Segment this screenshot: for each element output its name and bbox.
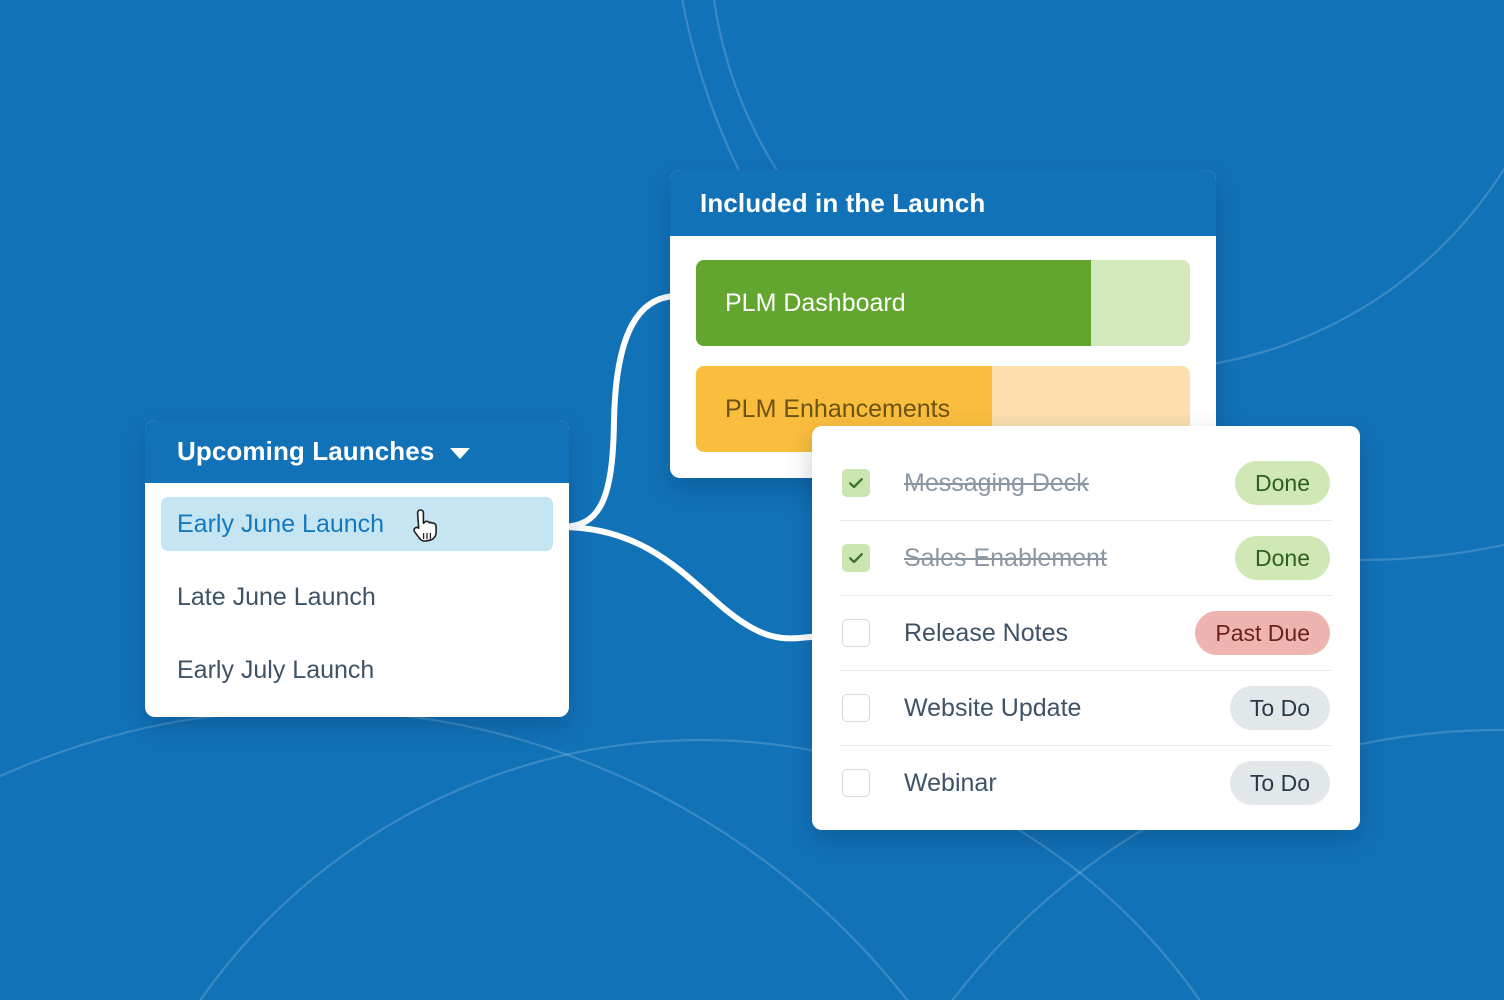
- pointing-hand-cursor: [413, 509, 437, 542]
- launches-card-header[interactable]: Upcoming Launches: [145, 420, 569, 483]
- task-divider: [840, 670, 1332, 671]
- launch-list: Early June Launch Late June Launch Early…: [145, 483, 569, 697]
- status-badge: Past Due: [1195, 611, 1330, 655]
- status-badge: Done: [1235, 461, 1330, 505]
- progress-fill: [696, 260, 1092, 346]
- status-badge: Done: [1235, 536, 1330, 580]
- launch-item-label: Late June Launch: [177, 582, 376, 611]
- task-checkbox[interactable]: [842, 544, 870, 572]
- task-row[interactable]: Release Notes Past Due: [812, 596, 1360, 670]
- launch-item-early-june[interactable]: Early June Launch: [161, 497, 553, 551]
- launch-item-label: Early June Launch: [177, 509, 385, 538]
- task-row[interactable]: Sales Enablement Done: [812, 521, 1360, 595]
- task-row[interactable]: Webinar To Do: [812, 746, 1360, 820]
- task-label: Sales Enablement: [904, 543, 1107, 572]
- status-badge: To Do: [1229, 761, 1330, 805]
- launch-item-late-june[interactable]: Late June Launch: [161, 570, 553, 624]
- progress-label: PLM Enhancements: [725, 394, 951, 423]
- task-label: Website Update: [904, 693, 1082, 722]
- included-card-title: Included in the Launch: [700, 187, 986, 218]
- status-badge: To Do: [1229, 686, 1330, 730]
- task-label: Release Notes: [904, 618, 1068, 647]
- upcoming-launches-card: Upcoming Launches Early June Launch Late…: [145, 420, 569, 717]
- task-label: Messaging Deck: [904, 468, 1089, 497]
- progress-label: PLM Dashboard: [725, 288, 906, 317]
- checkmark-icon: [849, 553, 863, 564]
- task-divider: [840, 520, 1332, 521]
- progress-row-plm-dashboard[interactable]: PLM Dashboard: [696, 260, 1190, 346]
- connector-to-included-card: [558, 293, 679, 530]
- checkmark-icon: [849, 478, 863, 489]
- task-divider: [840, 745, 1332, 746]
- launch-item-early-july[interactable]: Early July Launch: [161, 643, 553, 697]
- task-checkbox[interactable]: [842, 619, 870, 647]
- task-row[interactable]: Website Update To Do: [812, 671, 1360, 745]
- task-checkbox[interactable]: [842, 694, 870, 722]
- launch-tasks-card: Messaging Deck Done Sales Enablement Don…: [812, 426, 1360, 830]
- progress-bars-area: PLM Dashboard PLM Enhancements: [670, 236, 1216, 452]
- launches-card-title: Upcoming Launches: [177, 436, 435, 466]
- connector-to-tasks-card: [558, 524, 825, 642]
- task-checkbox[interactable]: [842, 769, 870, 797]
- chevron-down-icon[interactable]: [450, 448, 471, 459]
- task-label: Webinar: [904, 768, 997, 797]
- launch-item-label: Early July Launch: [177, 655, 375, 684]
- included-card-header: Included in the Launch: [670, 170, 1216, 236]
- task-checkbox[interactable]: [842, 469, 870, 497]
- task-row[interactable]: Messaging Deck Done: [812, 446, 1360, 520]
- task-divider: [840, 595, 1332, 596]
